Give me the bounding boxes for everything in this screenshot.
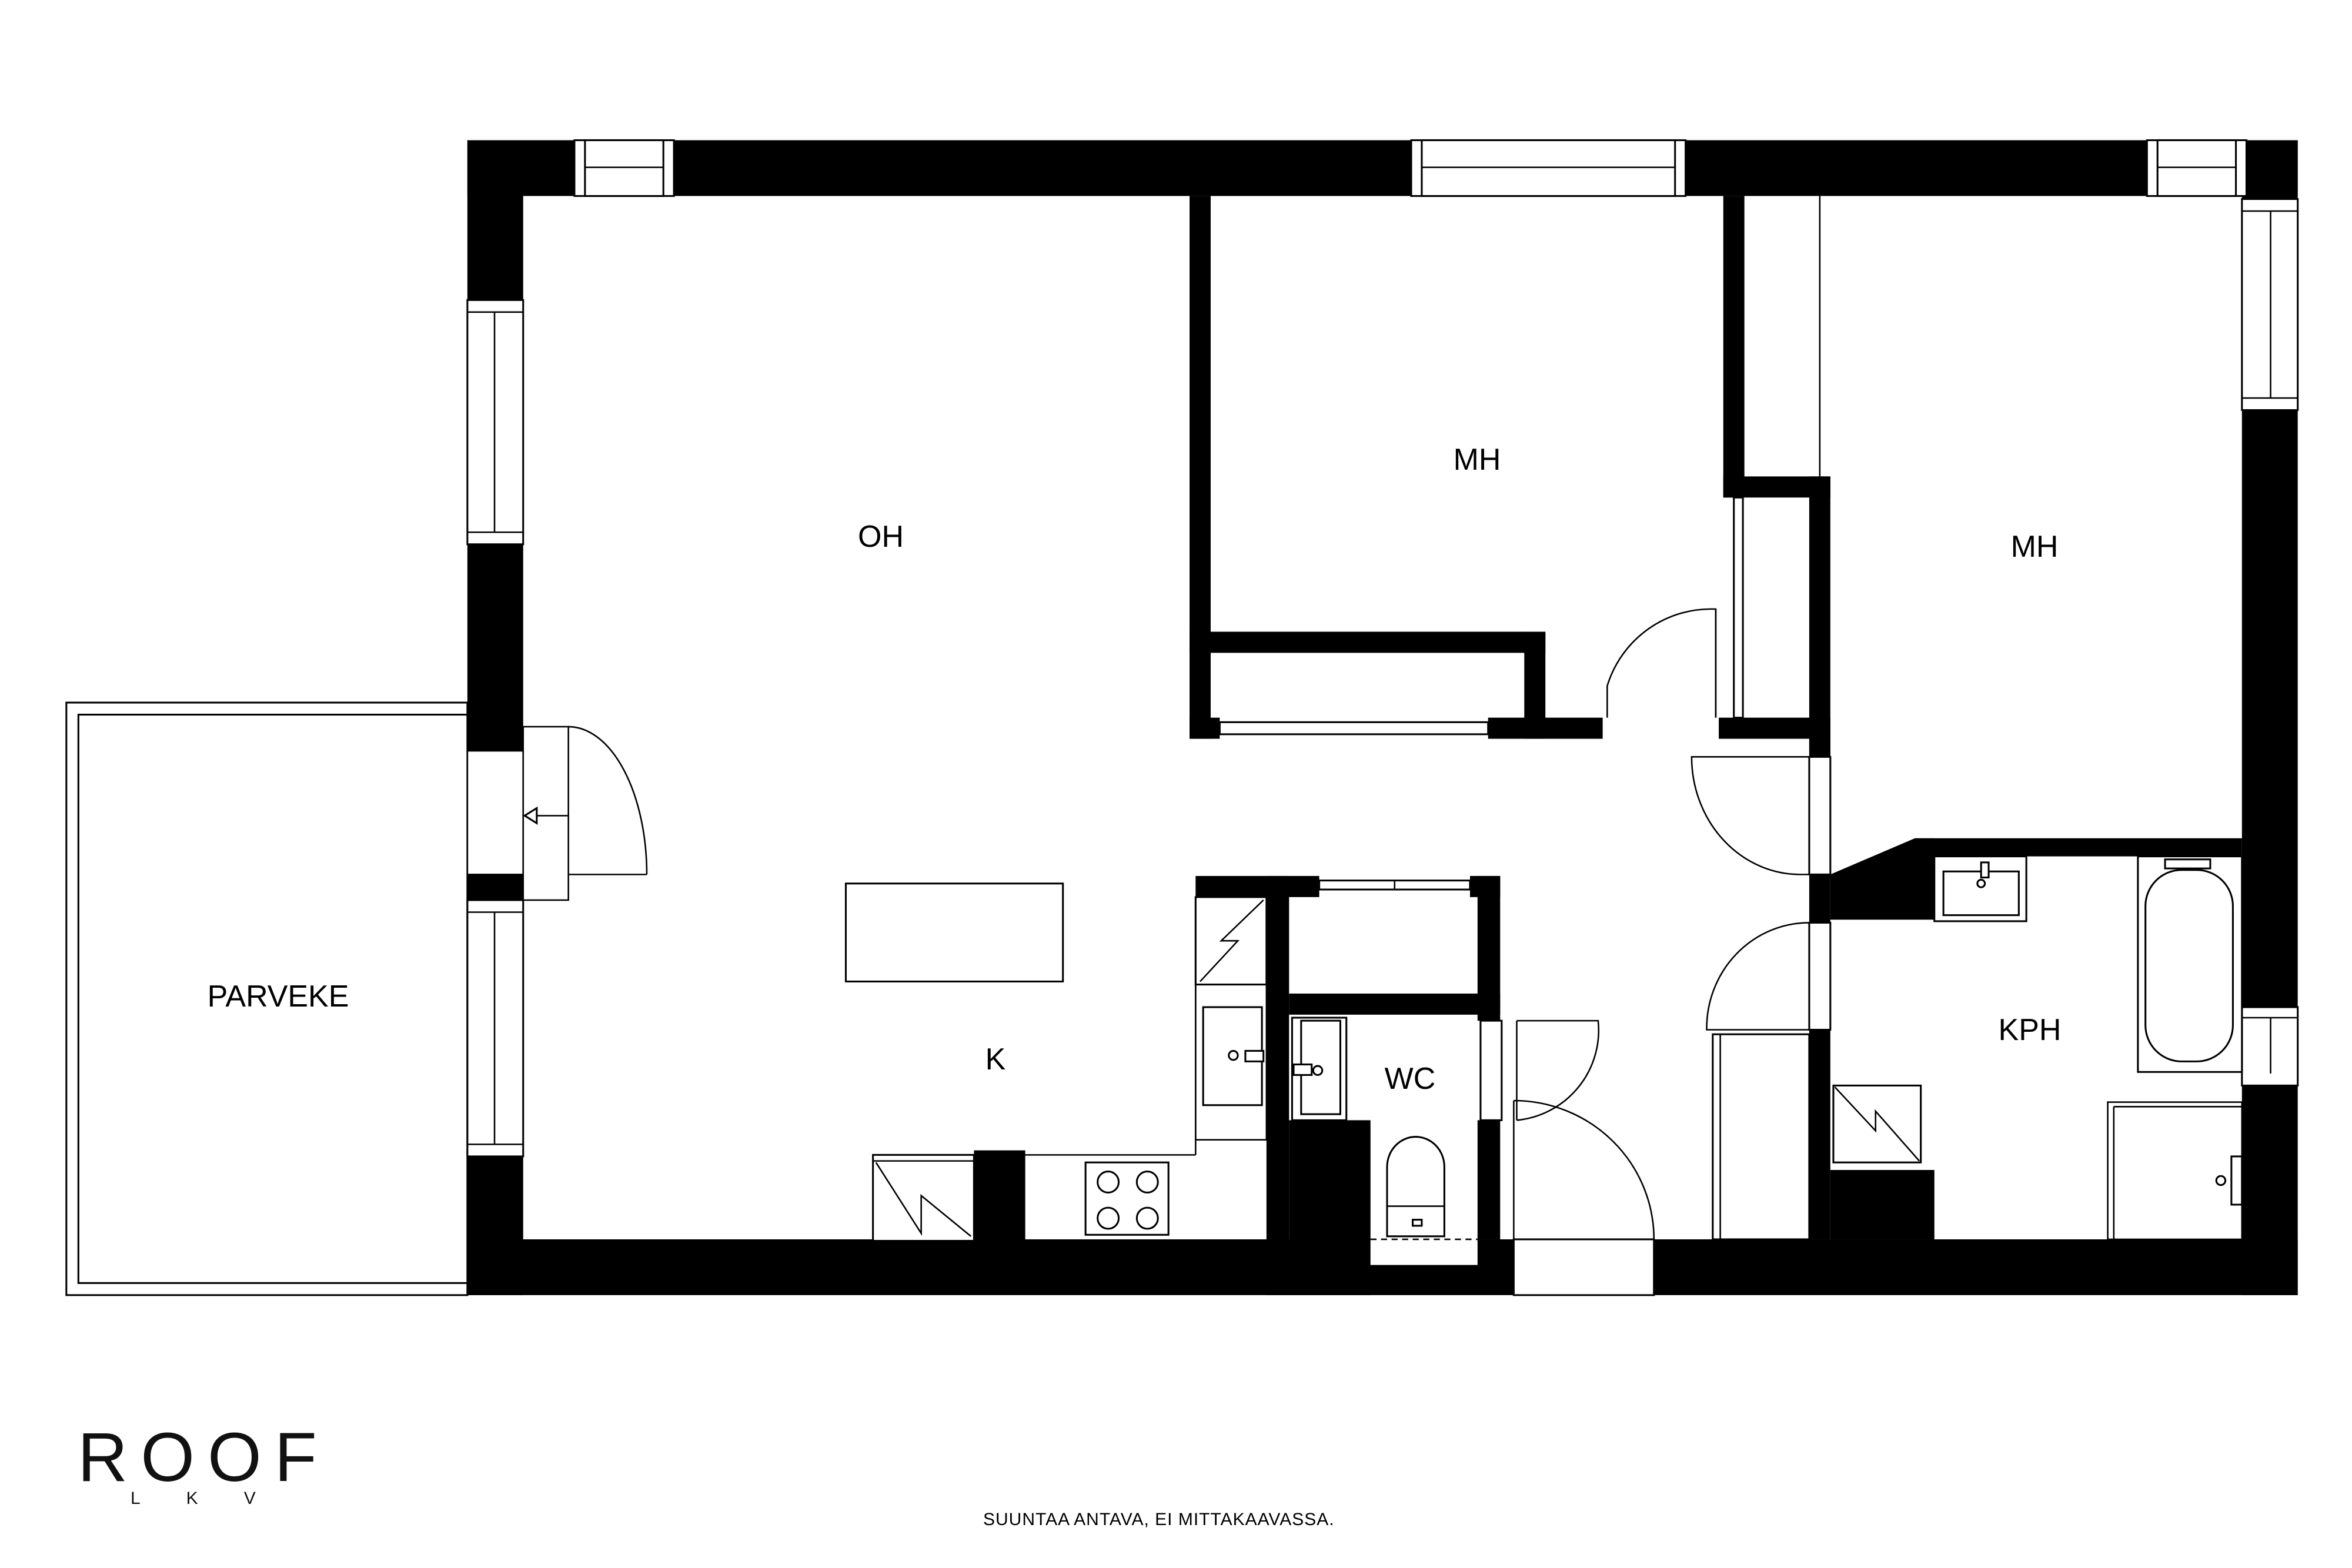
room-label-oh: OH bbox=[858, 520, 904, 554]
balcony-outline bbox=[65, 701, 469, 1296]
interior-walls bbox=[844, 196, 2243, 1296]
exterior-walls bbox=[467, 140, 2298, 1295]
room-label-mh-2: MH bbox=[2010, 530, 2059, 564]
room-label-kph: KPH bbox=[1998, 1013, 2062, 1047]
lkv-logo-subtitle: LKV bbox=[131, 1489, 302, 1508]
disclaimer-text: SUUNTAA ANTAVA, EI MITTAKAAVASSA. bbox=[983, 1510, 1335, 1529]
room-label-k: K bbox=[985, 1042, 1006, 1076]
room-label-mh-1: MH bbox=[1453, 443, 1501, 477]
room-label-parveke: PARVEKE bbox=[207, 979, 349, 1014]
balcony-door bbox=[466, 726, 648, 901]
windows bbox=[466, 139, 2299, 1158]
roof-logo: ROOF bbox=[78, 1419, 330, 1496]
room-label-wc: WC bbox=[1384, 1062, 1436, 1096]
